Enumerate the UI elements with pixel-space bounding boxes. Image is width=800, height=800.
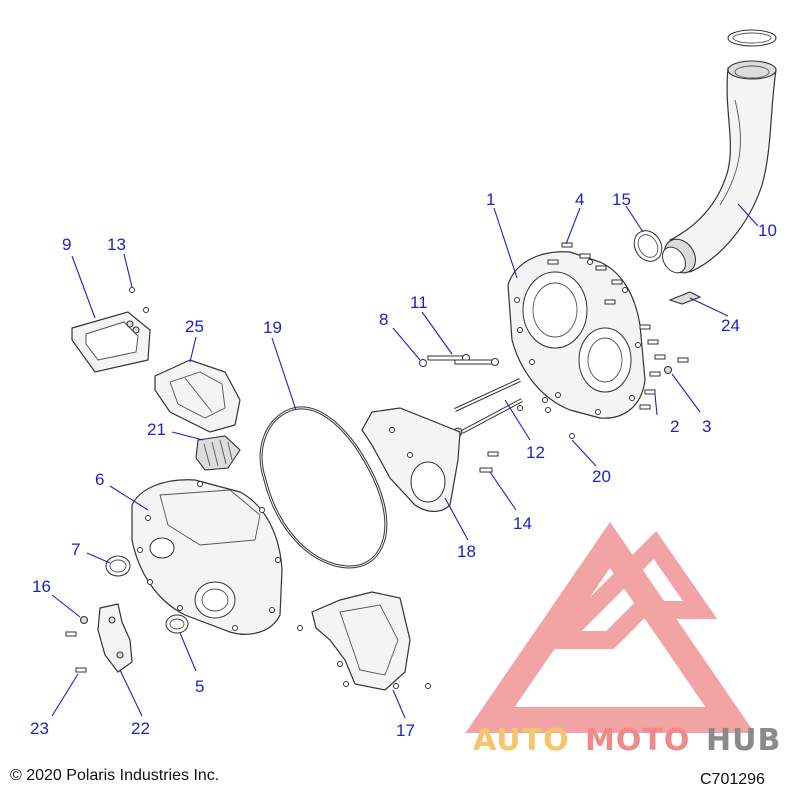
part-6-inner-clutch-cover: [131, 479, 283, 635]
callout-2: 2: [670, 417, 679, 436]
callout-14: 14: [513, 514, 532, 533]
part-13-screws: [129, 287, 149, 313]
part-18-backing-plate: [361, 407, 461, 512]
callout-8: 8: [379, 310, 388, 329]
callout-21: 21: [147, 420, 166, 439]
part-1-outer-clutch-cover: [507, 251, 646, 419]
callout-20: 20: [592, 467, 611, 486]
callout-22: 22: [131, 719, 150, 738]
part-15-clamp: [633, 230, 663, 262]
callout-7: 7: [71, 540, 80, 559]
part-25-air-box: [154, 359, 241, 433]
callout-3: 3: [702, 417, 711, 436]
callout-labels: 1 2 3 4 5 6 7 8 9 10 11 12 13 14 15 16 1…: [30, 190, 777, 740]
part-22-bracket: [97, 603, 133, 673]
part-4-bolts: [547, 242, 623, 305]
callout-4: 4: [575, 190, 584, 209]
callout-11: 11: [410, 293, 428, 312]
callout-5: 5: [195, 677, 204, 696]
callout-13: 13: [107, 235, 126, 254]
callout-10: 10: [758, 221, 777, 240]
part-2-3-fasteners: [639, 324, 689, 410]
callout-16: 16: [32, 577, 51, 596]
part-9-frame: [71, 311, 151, 373]
part-21-filter-screen: [195, 435, 241, 471]
part-17-heat-shield: [297, 591, 431, 691]
part-12-long-bolts: [453, 378, 523, 437]
callout-15: 15: [612, 190, 631, 209]
leader-lines: [51, 203, 759, 719]
watermark-wordmark: AUTO MOTO HUB: [473, 723, 781, 758]
callout-1: 1: [486, 190, 495, 209]
diagram-code: C701296: [700, 771, 765, 788]
callout-25: 25: [185, 317, 204, 336]
callout-23: 23: [30, 719, 49, 738]
part-8-nut: [419, 359, 427, 367]
part-14-bolts: [479, 451, 499, 473]
watermark-word-auto: AUTO: [473, 723, 570, 758]
watermark-word-moto: MOTO: [585, 723, 690, 758]
callout-19: 19: [263, 318, 282, 337]
part-11-bolt: [427, 354, 499, 366]
callout-17: 17: [396, 721, 415, 740]
part-10-intake-duct: [662, 29, 777, 274]
copyright-text: © 2020 Polaris Industries Inc.: [10, 767, 219, 784]
part-7-o-ring: [105, 555, 131, 577]
part-16-screws: [65, 615, 89, 637]
part-5-o-ring: [165, 614, 189, 634]
part-23-screw: [75, 667, 87, 673]
part-19-seal-ring: [259, 406, 388, 569]
callout-12: 12: [526, 443, 545, 462]
callout-18: 18: [457, 542, 476, 561]
callout-24: 24: [721, 316, 740, 335]
callout-9: 9: [62, 235, 71, 254]
watermark-word-hub: HUB: [706, 723, 781, 758]
part-20-fasteners: [517, 397, 575, 439]
watermark-logo: [465, 522, 755, 733]
callout-6: 6: [95, 470, 104, 489]
part-24-seal: [668, 291, 702, 305]
